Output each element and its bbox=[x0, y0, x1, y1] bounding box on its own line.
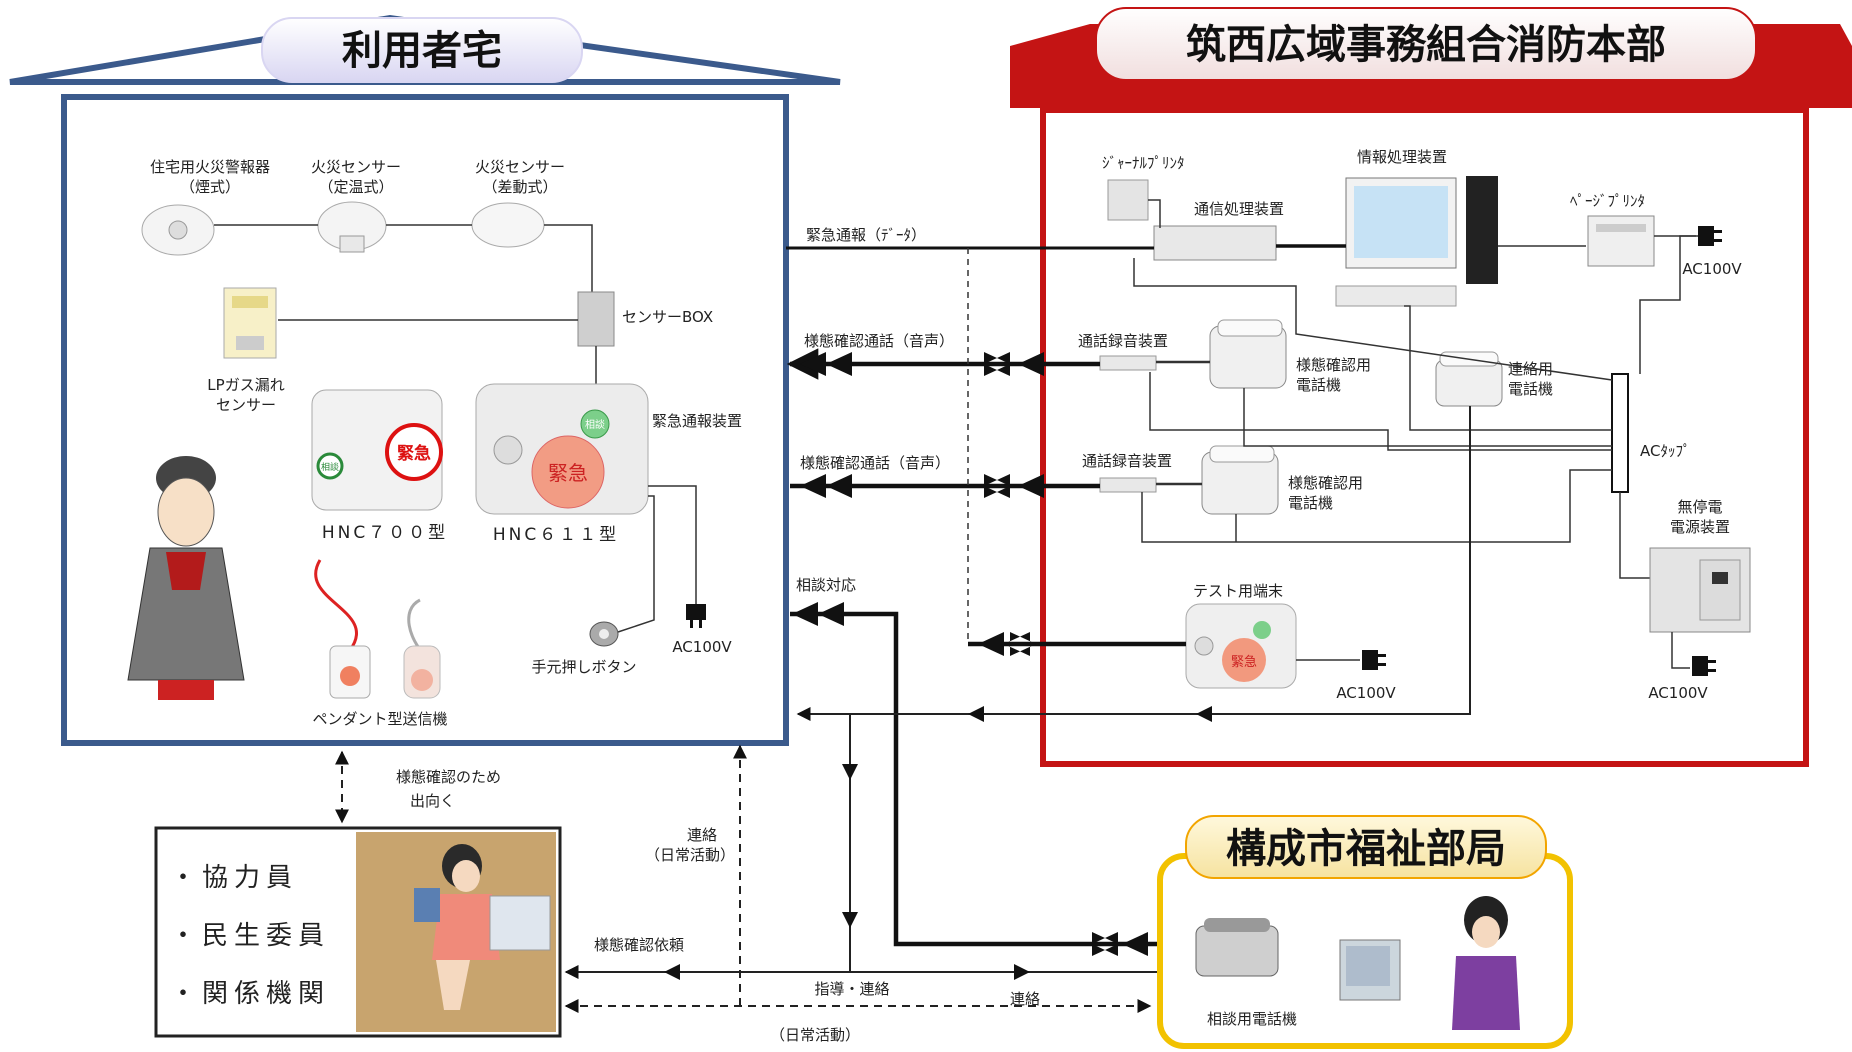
contact-phone-icon bbox=[1435, 351, 1503, 407]
heat-sensor-fixed-label-2: （定温式） bbox=[318, 178, 393, 196]
voice2-label: 様態確認通話（音声） bbox=[800, 454, 950, 472]
helpers-section: ・協力員 ・民生委員 ・関係機関 bbox=[154, 826, 562, 1038]
fire-hq-ac100v-3: AC100V bbox=[1648, 684, 1708, 702]
fire-hq-ac100v-1: AC100V bbox=[1682, 260, 1742, 278]
journal-printer-label: ｼﾞｬｰﾅﾙﾌﾟﾘﾝﾀ bbox=[1102, 154, 1185, 172]
recorder1-label: 通話録音装置 bbox=[1078, 332, 1168, 350]
recorder1-icon bbox=[1099, 355, 1157, 371]
pendant-transmitter-icon bbox=[314, 559, 441, 699]
visit-label-1: 様態確認のため bbox=[396, 768, 501, 786]
helper-item-3: ・関係機関 bbox=[170, 979, 330, 1009]
hnc611-emergency-label: 緊急 bbox=[548, 461, 588, 485]
ac-plug-icon bbox=[686, 604, 706, 628]
page-printer-plug-icon bbox=[1698, 226, 1722, 246]
helper-item-2: ・民生委員 bbox=[170, 921, 330, 951]
ups-label-2: 電源装置 bbox=[1670, 518, 1730, 536]
ups-plug-icon bbox=[1692, 656, 1716, 676]
phone1-label-1: 様態確認用 bbox=[1296, 356, 1371, 374]
contact-daily-label-2: （日常活動） bbox=[645, 846, 735, 864]
comm-unit-icon bbox=[1153, 225, 1277, 261]
hand-button-label: 手元押しボタン bbox=[531, 658, 636, 676]
home-title: 利用者宅 bbox=[342, 28, 502, 74]
guidance-label: 指導・連絡 bbox=[814, 980, 889, 998]
voice1-label: 様態確認通話（音声） bbox=[804, 332, 954, 350]
consult-label: 相談対応 bbox=[796, 576, 856, 594]
hnc611-device: 緊急 相談 bbox=[475, 383, 649, 515]
page-printer-label: ﾍﾟｰｼﾞﾌﾟﾘﾝﾀ bbox=[1570, 192, 1645, 210]
consult-phone-icon bbox=[1195, 918, 1279, 977]
home-title-pill bbox=[261, 17, 583, 83]
home-ac100v-label: AC100V bbox=[672, 638, 732, 656]
hnc611-label: HNC６１１型 bbox=[493, 525, 619, 545]
comm-unit-label: 通信処理装置 bbox=[1194, 200, 1284, 218]
welfare-title: 構成市福祉部局 bbox=[1226, 826, 1506, 872]
phone2-label-2: 電話機 bbox=[1288, 494, 1333, 512]
lp-gas-label-2: センサー bbox=[216, 396, 276, 414]
info-unit-computer-icon bbox=[1335, 176, 1498, 307]
fire-hq-title-pill bbox=[1095, 7, 1757, 81]
hnc700-consult-label: 相談 bbox=[321, 461, 339, 473]
fire-hq-ac100v-2: AC100V bbox=[1336, 684, 1396, 702]
hnc700-device: 緊急 相談 bbox=[311, 389, 443, 511]
phone1-icon bbox=[1209, 319, 1287, 389]
hnc700-emergency-label: 緊急 bbox=[397, 443, 431, 464]
contact-phone-label-1: 連絡用 bbox=[1508, 360, 1553, 378]
info-unit-label: 情報処理装置 bbox=[1357, 148, 1447, 166]
staff-at-computer-figure bbox=[1339, 896, 1520, 1030]
contact-daily-label-1: 連絡 bbox=[687, 826, 717, 844]
hand-button-icon bbox=[589, 621, 619, 647]
test-terminal-icon: 緊急 bbox=[1185, 603, 1297, 689]
heat-sensor-fixed-label-1: 火災センサー bbox=[311, 158, 401, 176]
page-printer-icon bbox=[1587, 215, 1655, 267]
lp-gas-label-1: LPガス漏れ bbox=[207, 376, 284, 394]
fire-hq-title: 筑西広域事務組合消防本部 bbox=[1186, 22, 1666, 68]
welfare-section: 構成市福祉部局 相談用電話機 bbox=[1157, 815, 1573, 1049]
emergency-device-label: 緊急通報装置 bbox=[652, 412, 742, 430]
request-label: 様態確認依頼 bbox=[594, 936, 684, 954]
journal-printer-icon bbox=[1107, 179, 1149, 221]
smoke-alarm-icon bbox=[141, 204, 215, 256]
heat-sensor-fixed-icon bbox=[317, 201, 387, 253]
ac-tap-label: ACﾀｯﾌﾟ bbox=[1640, 442, 1690, 460]
heat-sensor-rate-label-1: 火災センサー bbox=[475, 158, 565, 176]
ups-label-1: 無停電 bbox=[1677, 498, 1722, 516]
hnc700-label: HNC７００型 bbox=[322, 523, 448, 543]
welfare-title-pill bbox=[1185, 815, 1547, 879]
sensor-box-label: センサーBOX bbox=[622, 308, 713, 326]
test-terminal-label: テスト用端末 bbox=[1193, 582, 1283, 600]
consult-phone-label: 相談用電話機 bbox=[1207, 1010, 1297, 1028]
lp-gas-sensor-icon bbox=[223, 287, 277, 359]
phone2-label-1: 様態確認用 bbox=[1288, 474, 1363, 492]
contact-phone-label-2: 電話機 bbox=[1508, 380, 1553, 398]
daily-label: （日常活動） bbox=[770, 1026, 860, 1044]
smoke-alarm-label-2: （煙式） bbox=[180, 178, 240, 196]
connections: 緊急通報（ﾃﾞｰﾀ） 様態確認通話（音声） 様態確認通話（音声） 相談対応 bbox=[335, 226, 1471, 1044]
user-home-section: 利用者宅 住宅用火災警報器 （煙式） 火災センサー （定温式） 火災センサー （… bbox=[9, 14, 841, 746]
test-terminal-plug-icon bbox=[1362, 650, 1386, 670]
test-terminal-emergency-label: 緊急 bbox=[1231, 655, 1257, 670]
ups-icon bbox=[1649, 547, 1751, 633]
fire-hq-section: 筑西広域事務組合消防本部 ｼﾞｬｰﾅﾙﾌﾟﾘﾝﾀ 通信処理装置 情報処理装置 ﾍ… bbox=[1010, 7, 1852, 767]
visit-label-2: 出向く bbox=[410, 792, 455, 810]
phone1-label-2: 電話機 bbox=[1296, 376, 1341, 394]
smoke-alarm-label-1: 住宅用火災警報器 bbox=[150, 158, 270, 176]
pendant-label: ペンダント型送信機 bbox=[312, 710, 447, 728]
phone2-icon bbox=[1201, 445, 1279, 515]
recorder2-icon bbox=[1099, 477, 1157, 493]
contact-label: 連絡 bbox=[1010, 990, 1040, 1008]
emergency-data-label: 緊急通報（ﾃﾞｰﾀ） bbox=[806, 226, 926, 244]
hnc611-consult-label: 相談 bbox=[585, 418, 605, 431]
helper-item-1: ・協力員 bbox=[170, 863, 298, 893]
heat-sensor-rate-label-2: （差動式） bbox=[482, 178, 557, 196]
ac-tap-icon bbox=[1611, 373, 1629, 493]
heat-sensor-rate-icon bbox=[471, 202, 545, 248]
woman-on-phone-figure bbox=[414, 844, 551, 1010]
elderly-user-figure bbox=[127, 456, 245, 700]
recorder2-label: 通話録音装置 bbox=[1082, 452, 1172, 470]
sensor-box-icon bbox=[577, 291, 615, 347]
